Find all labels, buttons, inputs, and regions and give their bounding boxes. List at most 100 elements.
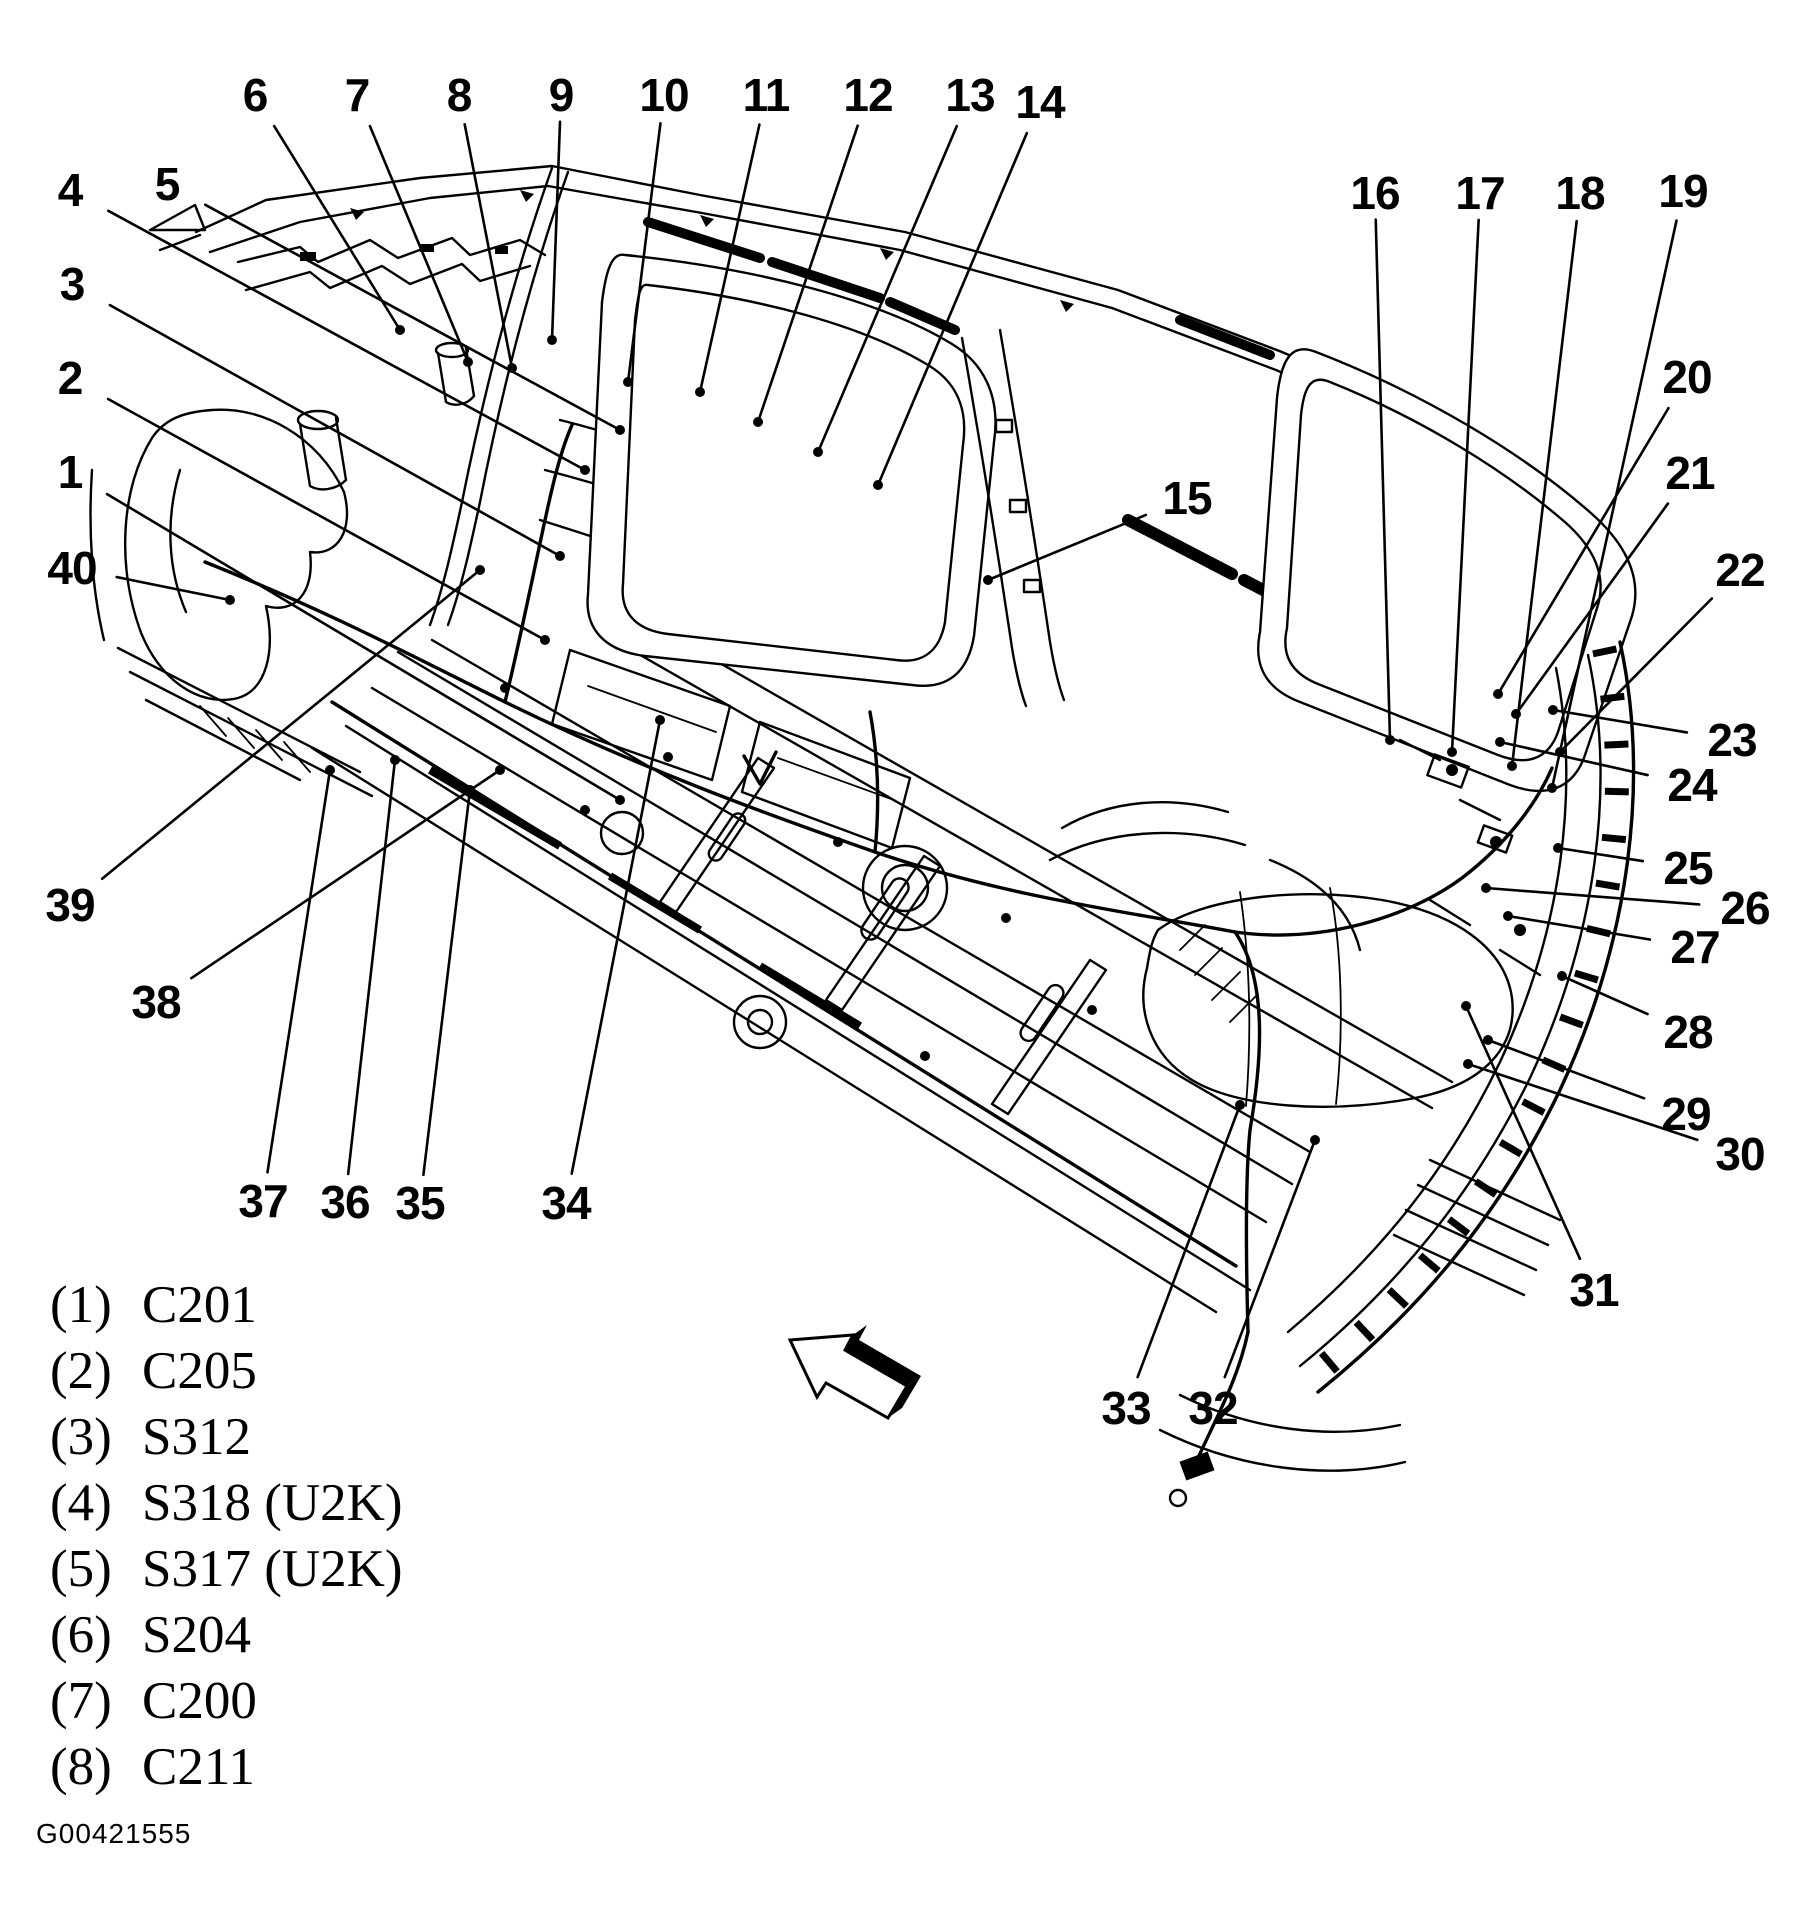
callout-number-21: 21	[1665, 447, 1715, 499]
callout-number-4: 4	[58, 164, 84, 216]
callout-number-30: 30	[1715, 1128, 1764, 1180]
callout-number-25: 25	[1663, 842, 1713, 894]
leader-line-29	[1486, 1038, 1646, 1100]
callout-target-dot-6	[395, 325, 405, 335]
rear-quarter-opening	[1257, 348, 1637, 793]
legend-item-index: (4)	[50, 1474, 112, 1532]
callout-number-12: 12	[843, 69, 892, 121]
callout-number-28: 28	[1663, 1006, 1713, 1058]
callout-target-dot-40	[225, 595, 235, 605]
callout-target-dot-32	[1310, 1135, 1320, 1145]
callout-target-dot-14	[873, 480, 883, 490]
callout-target-dot-11	[695, 387, 705, 397]
leader-line-10	[626, 121, 662, 384]
callout-number-38: 38	[131, 976, 181, 1028]
floor-pan-art	[310, 620, 1454, 1314]
leader-line-21	[1514, 502, 1670, 716]
callout-target-dot-34	[655, 715, 665, 725]
callout-target-dot-27	[1503, 911, 1513, 921]
callout-target-dot-23	[1548, 705, 1558, 715]
callout-number-5: 5	[155, 158, 180, 210]
callout-number-14: 14	[1015, 76, 1066, 128]
legend-item: (6) S204	[50, 1602, 403, 1668]
legend-item: (5) S317 (U2K)	[50, 1536, 403, 1602]
callout-number-18: 18	[1555, 167, 1605, 219]
callout-target-dot-15	[983, 575, 993, 585]
leader-line-17	[1450, 218, 1480, 754]
legend: (1) C201 (2) C205 (3) S312 (4) S318 (U2K…	[50, 1272, 403, 1800]
front-door-opening	[586, 253, 997, 688]
v-mark	[742, 750, 778, 786]
callout-target-dot-30	[1463, 1059, 1473, 1069]
leader-line-36	[346, 758, 397, 1176]
callout-target-dot-2	[540, 635, 550, 645]
legend-item-code: S317 (U2K)	[142, 1540, 403, 1598]
legend-item-index: (7)	[50, 1672, 112, 1730]
leader-line-11	[698, 123, 761, 394]
callout-target-dot-1	[615, 795, 625, 805]
leader-line-5	[203, 203, 622, 432]
legend-item: (8) C211	[50, 1734, 403, 1800]
leader-line-38	[190, 768, 502, 980]
leader-line-13	[816, 124, 959, 454]
leader-line-6	[272, 124, 402, 332]
callout-target-dot-17	[1447, 747, 1457, 757]
legend-item: (7) C200	[50, 1668, 403, 1734]
legend-item-code: C200	[142, 1672, 257, 1730]
callout-number-39: 39	[45, 879, 94, 931]
leader-line-20	[1496, 406, 1670, 696]
legend-item-code: C211	[142, 1738, 255, 1796]
leader-line-25	[1556, 846, 1645, 863]
callout-target-dot-37	[325, 765, 335, 775]
callout-target-dot-10	[623, 377, 633, 387]
callout-number-10: 10	[639, 69, 688, 121]
leader-line-19	[1550, 219, 1678, 790]
leader-line-37	[266, 768, 332, 1174]
callout-target-dot-26	[1481, 883, 1491, 893]
callout-target-dot-12	[753, 417, 763, 427]
leader-line-16	[1374, 218, 1392, 742]
leader-line-31	[1464, 1004, 1582, 1261]
callout-target-dot-38	[495, 765, 505, 775]
leader-line-22	[1558, 597, 1714, 754]
callout-number-29: 29	[1661, 1088, 1710, 1140]
callout-target-dot-29	[1483, 1035, 1493, 1045]
leader-line-18	[1510, 219, 1578, 768]
callout-target-dot-31	[1461, 1001, 1471, 1011]
callout-number-20: 20	[1662, 351, 1711, 403]
callout-number-9: 9	[549, 69, 574, 121]
leader-line-12	[756, 124, 859, 424]
legend-item: (1) C201	[50, 1272, 403, 1338]
leader-line-15	[986, 513, 1148, 582]
legend-item-code: C201	[142, 1276, 257, 1334]
legend-item-index: (2)	[50, 1342, 112, 1400]
callout-number-15: 15	[1162, 472, 1212, 524]
callout-number-32: 32	[1188, 1382, 1237, 1434]
callout-target-dot-8	[507, 363, 517, 373]
callout-target-dot-4	[580, 465, 590, 475]
leader-line-27	[1506, 914, 1652, 941]
callout-target-dot-9	[547, 335, 557, 345]
callout-number-35: 35	[395, 1177, 445, 1229]
callout-target-dot-25	[1553, 843, 1563, 853]
leader-line-7	[368, 124, 470, 364]
legend-item-code: S204	[142, 1606, 251, 1664]
callout-number-11: 11	[743, 69, 790, 121]
leader-line-8	[463, 122, 514, 370]
legend-item-code: S318 (U2K)	[142, 1474, 403, 1532]
legend-item: (3) S312	[50, 1404, 403, 1470]
leader-line-26	[1484, 886, 1701, 906]
leader-line-14	[876, 131, 1029, 487]
callout-target-dot-24	[1495, 737, 1505, 747]
callout-target-dot-18	[1507, 761, 1517, 771]
callout-number-34: 34	[541, 1177, 592, 1229]
leader-line-2	[106, 397, 547, 642]
leader-line-34	[570, 718, 662, 1176]
callout-number-8: 8	[447, 69, 472, 121]
callout-number-1: 1	[58, 446, 83, 498]
legend-item-index: (6)	[50, 1606, 112, 1664]
callout-number-13: 13	[945, 69, 994, 121]
